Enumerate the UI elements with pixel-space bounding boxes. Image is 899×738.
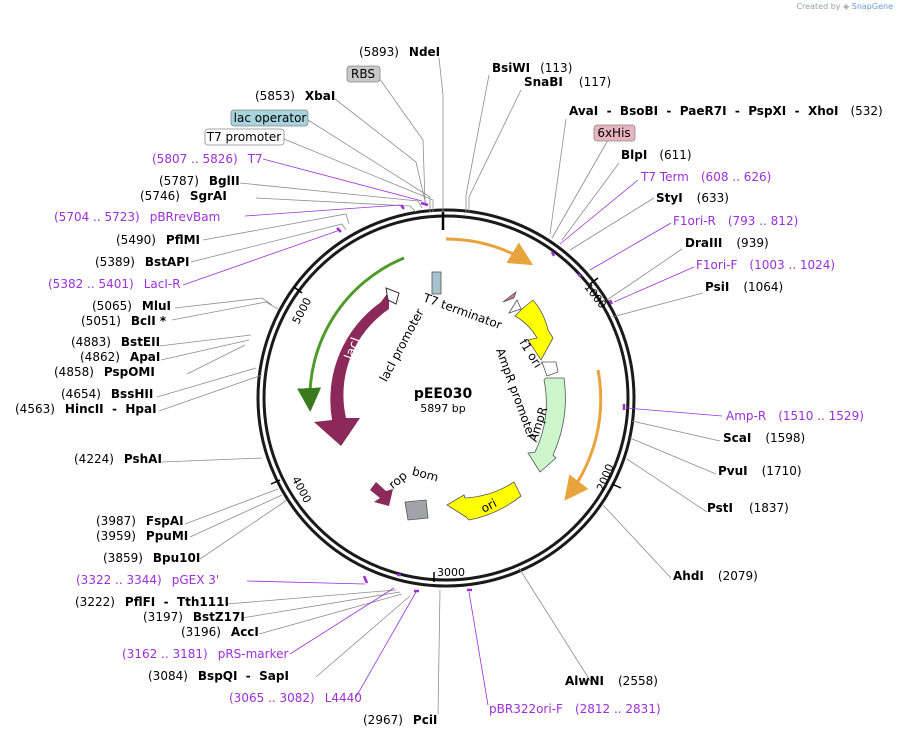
feature-box-6xhis: 6xHis	[593, 124, 636, 142]
feature-laci: lacI	[314, 291, 389, 446]
enzyme-label: AvaI - BsoBI - PaeR7I - PspXI - XhoI(532…	[569, 104, 883, 118]
feature-box-lac-operator: lac operator	[230, 109, 309, 127]
enzymes-right: BsiWI(113) SnaBI(117) AvaI - BsoBI - Pae…	[492, 61, 883, 688]
primer-labels: T7 Term(608 .. 626) F1ori-R(793 .. 812) …	[48, 152, 864, 716]
enzyme-label: (3987)FspAI	[96, 514, 184, 528]
primer-label: (5704 .. 5723)pBRrevBam	[54, 210, 220, 224]
enzyme-label: PstI(1837)	[707, 501, 789, 515]
enzyme-label: (5893)NdeI	[359, 45, 440, 59]
feature-bom: bom	[404, 464, 440, 521]
enzyme-label: (3222)PflFI - Tth111I	[75, 595, 229, 609]
laci-label: lacI	[342, 335, 364, 361]
enzyme-label: AlwNI(2558)	[565, 674, 658, 688]
backbone-ticks	[270, 212, 622, 582]
primer-label: F1ori-F(1003 .. 1024)	[696, 258, 835, 272]
enzyme-label: (3084)BspQI - SapI	[148, 669, 289, 683]
primer-label: F1ori-R(793 .. 812)	[673, 214, 798, 228]
enzyme-label: AhdI(2079)	[673, 569, 758, 583]
orange-arc-right	[564, 369, 603, 501]
tick-label-2000: 2000	[594, 462, 617, 493]
enzyme-label: (5746)SgrAI	[140, 189, 227, 203]
enzyme-label: BsiWI(113)	[492, 61, 572, 75]
enzyme-label: (5389)BstAPI	[95, 255, 189, 269]
enzyme-label: (3859)Bpu10I	[103, 551, 200, 565]
feature-f1-ori: f1 ori	[514, 299, 554, 370]
enzyme-label: (3197)BstZ17I	[143, 610, 245, 624]
primer-label: pBR322ori-F(2812 .. 2831)	[489, 702, 661, 716]
snapgene-credit: Created by ◈ SnapGene	[796, 2, 893, 11]
primer-label: (3065 .. 3082)L4440	[229, 691, 362, 705]
enzyme-label: (4862)ApaI	[80, 350, 160, 364]
enzyme-label: (4654)BssHII	[61, 387, 153, 401]
enzyme-label: DraIII(939)	[685, 236, 769, 250]
green-arc-left	[297, 256, 405, 412]
enzyme-label: BlpI(611)	[621, 148, 692, 162]
enzymes-left: (5893)NdeI (5853)XbaI (5787)BglII (5746)…	[15, 45, 440, 727]
leader-lines	[156, 57, 721, 715]
plasmid-name: pEE030	[414, 386, 473, 402]
enzyme-label: (5490)PflMI	[116, 233, 200, 247]
primer-label: (5382 .. 5401)LacI-R	[48, 277, 181, 291]
enzyme-label: (2967)PciI	[363, 713, 437, 727]
bom-label: bom	[411, 464, 440, 484]
primer-label: (3162 .. 3181)pRS-marker	[122, 647, 288, 661]
feature-box-t7-promoter: T7 promoter	[204, 128, 285, 146]
enzyme-label: (4858)PspOMI	[54, 365, 155, 379]
enzyme-label: SnaBI(117)	[524, 75, 611, 89]
feature-box-lac-operator-label: lac operator	[234, 111, 307, 125]
enzyme-label: (5853)XbaI	[255, 89, 335, 103]
center-label: pEE030 5897 bp	[414, 386, 473, 415]
plasmid-length: 5897 bp	[420, 402, 465, 415]
orange-arc-top	[445, 237, 534, 266]
primer-label: T7 Term(608 .. 626)	[640, 170, 771, 184]
feature-box-6xhis-label: 6xHis	[597, 126, 630, 140]
feature-rop: rop	[370, 468, 410, 506]
enzyme-label: (3196)AccI	[181, 625, 259, 639]
primer-sites	[336, 201, 626, 593]
feature-6xhis-marker	[502, 290, 522, 314]
primer-label: (5807 .. 5826)T7	[152, 152, 263, 166]
primer-leader-lines	[182, 158, 723, 706]
enzyme-label: (3959)PpuMI	[96, 529, 188, 543]
feature-ori: ori	[446, 481, 522, 521]
enzyme-label: (5051)BclI *	[81, 314, 167, 328]
ori-label: ori	[479, 496, 499, 516]
credit-prefix: Created by	[796, 2, 841, 11]
primer-label: Amp-R(1510 .. 1529)	[726, 409, 864, 423]
enzyme-label: PvuI(1710)	[718, 464, 802, 478]
enzyme-label: StyI(633)	[656, 191, 729, 205]
feature-t7-terminator: T7 terminator	[420, 271, 504, 332]
enzyme-label: (4563)HincII - HpaI	[15, 402, 157, 416]
enzyme-label: (5787)BglII	[159, 174, 240, 188]
tick-label-3000: 3000	[437, 566, 465, 579]
enzyme-label: (4224)PshAI	[74, 452, 162, 466]
direction-arcs	[297, 237, 603, 501]
backbone	[256, 208, 636, 588]
feature-box-t7-promoter-label: T7 promoter	[206, 130, 282, 144]
primer-label: (3322 .. 3344)pGEX 3'	[76, 573, 219, 587]
enzyme-label: PsiI(1064)	[705, 280, 783, 294]
laci-promoter-label: lacI promoter	[377, 306, 427, 384]
tick-label-4000: 4000	[289, 474, 314, 505]
feature-box-rbs-label: RBS	[351, 67, 375, 81]
enzyme-label: (4883)BstEII	[71, 335, 160, 349]
t7-terminator-label: T7 terminator	[420, 290, 503, 332]
feature-box-rbs: RBS	[346, 65, 381, 83]
feature-ampr: AmpR	[526, 377, 566, 473]
enzyme-label: ScaI(1598)	[723, 431, 805, 445]
credit-brand: SnapGene	[851, 2, 893, 11]
rop-label: rop	[386, 468, 410, 491]
snapgene-logo-icon: ◈	[843, 2, 850, 11]
enzyme-label: (5065)MluI	[92, 299, 171, 313]
